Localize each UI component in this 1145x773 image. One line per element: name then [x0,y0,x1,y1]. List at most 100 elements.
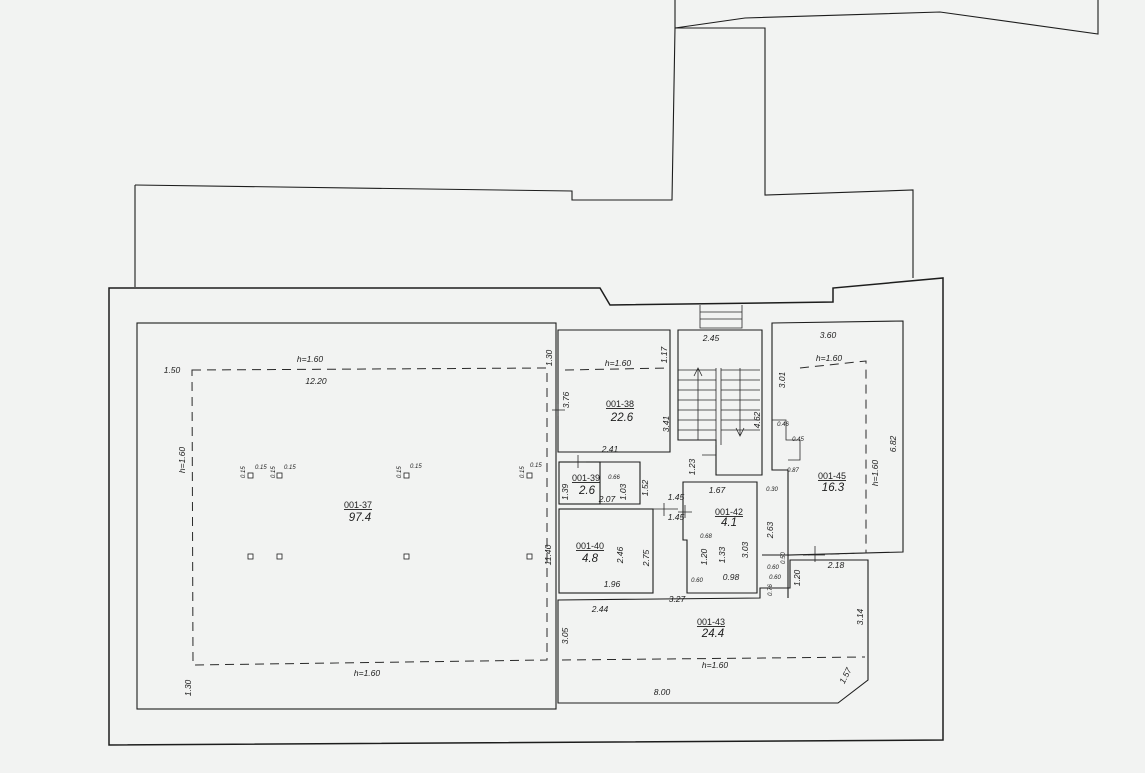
room-area: 4.1 [721,517,737,529]
dimension: 3.76 [561,391,571,408]
door-001-42 [678,505,692,518]
dimension: 11.40 [543,544,553,565]
dimension: 1.03 [618,483,628,500]
height-label: h=1.60 [816,353,843,363]
door-001-39 [570,455,586,468]
dimension: 3.27 [669,594,686,604]
room-001-45-height-line [799,360,867,556]
dimension: 1.17 [659,346,669,363]
height-label: h=1.60 [297,354,324,364]
column [276,472,283,479]
dimension: 2.18 [827,560,845,570]
dimension: 3.60 [820,330,837,340]
door-001-45 [808,546,825,562]
column [526,553,533,560]
dimension: 3.01 [777,371,787,388]
dimension: 1.20 [792,569,802,586]
room-area: 24.4 [701,628,724,640]
room-001-39-inner [600,461,641,505]
dimension: 1.23 [687,458,697,475]
dimension: 2.45 [702,333,720,343]
height-label: h=1.60 [354,668,381,678]
column [247,553,254,560]
column-size: 0.15 [271,466,277,478]
door-001-38 [552,404,565,416]
dimension: 0.50 [781,552,787,564]
dimension: 0.60 [769,575,781,581]
column [526,472,533,479]
dimension: 3.41 [661,415,671,432]
stair-treads-left [678,369,716,431]
dimension: 2.44 [591,604,609,614]
room-001-40-outline [558,508,654,594]
room-id: 001-45 [818,471,846,481]
room-001-37-outline [136,322,557,710]
room-001-37-height-line [191,367,548,666]
dimension: 3.03 [740,541,750,558]
dimension: 3.14 [855,608,865,625]
dimension: 2.07 [598,494,616,504]
dimension: 1.52 [640,479,650,496]
dimension: 3.05 [560,627,570,644]
room-area: 22.6 [610,412,634,424]
columns [247,472,533,560]
height-label: h=1.60 [177,447,187,474]
stair-entrance [699,305,743,329]
stair-up-arrow [693,367,703,440]
room-001-42-outline [682,481,758,594]
height-label: h=1.60 [605,358,632,368]
column-size: 0.15 [397,466,403,478]
room-area: 4.8 [582,553,599,565]
corridor-door [640,503,678,516]
dimension: 2.63 [765,521,775,539]
room-001-38-outline [557,329,671,453]
stair-landing-wall [702,368,722,456]
dimension: 0.60 [767,565,779,571]
room-id: 001-38 [606,399,634,409]
room-id: 001-37 [344,500,372,510]
column [403,472,410,479]
column-size: 0.15 [520,466,526,478]
room-001-43-height-line [561,656,866,661]
dimension: 4.62 [752,411,762,428]
room-id: 001-43 [697,617,725,627]
column [247,472,254,479]
outer-wall [108,277,944,746]
room-001-45-step [772,419,801,461]
room-001-43-outline [557,559,869,704]
dimension: 1.57 [837,666,854,686]
dimension: 1.45 [668,492,685,502]
dimension: 0.30 [766,487,778,493]
room-area: 16.3 [822,482,845,494]
dimension: 1.30 [544,349,554,366]
dimension: 12.20 [305,376,327,386]
dimension: 6.82 [888,435,898,452]
dimension: 1.20 [699,548,709,565]
dimension: 1.33 [717,546,727,563]
dimension: 1.67 [709,485,726,495]
dimension: 2.75 [641,549,651,567]
dimension: 8.00 [654,687,671,697]
column-size: 0.15 [284,465,296,471]
dimension: 0.98 [723,572,740,582]
stair-down-arrow [735,368,745,437]
dimension: 1.39 [560,483,570,500]
room-001-45-lower [762,554,789,598]
upper-structure-outline [134,0,1099,278]
dimension: 0.66 [608,475,620,481]
room-id: 001-42 [715,507,743,517]
dimension: 0.76 [768,584,774,596]
staircase [677,329,763,476]
stair-treads-right [721,369,760,431]
column-size: 0.15 [241,466,247,478]
dimension: 0.60 [691,578,703,584]
dimension: 0.87 [787,468,799,474]
dimension: 1.30 [183,679,193,696]
column [276,553,283,560]
dimension: 1.45 [668,512,685,522]
column-size: 0.15 [255,465,267,471]
room-001-38-height-line [564,367,669,371]
dimension: 2.46 [615,546,625,564]
dimension: 0.46 [777,422,789,428]
